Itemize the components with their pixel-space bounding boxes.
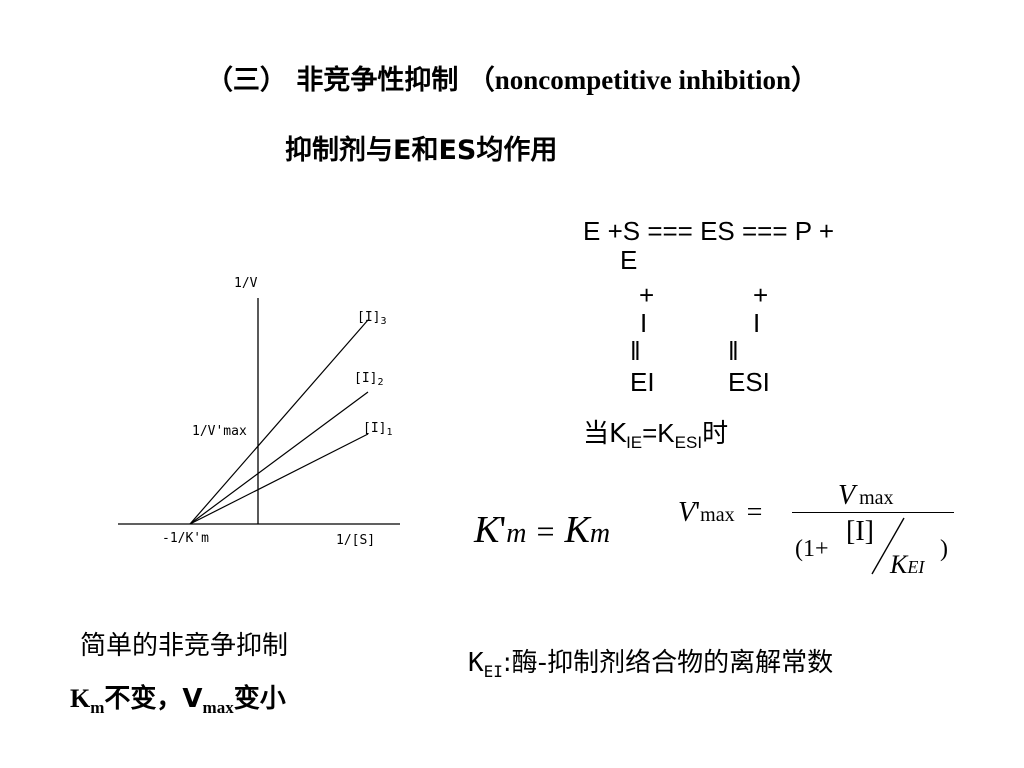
line-i2 bbox=[189, 391, 369, 525]
line-i1 bbox=[189, 433, 369, 525]
condition-mid: =K bbox=[642, 418, 675, 448]
reaction-equilibrium-left: ‖ bbox=[630, 336, 641, 366]
condition-sub-esi: ESI bbox=[674, 433, 703, 452]
reaction-equilibrium-right: ‖ bbox=[728, 336, 739, 366]
title-en: noncompetitive inhibition bbox=[494, 65, 792, 95]
page-title: （三） 非竞争性抑制 （noncompetitive inhibition） bbox=[0, 58, 1024, 97]
formula-vmax-open: (1+ bbox=[795, 536, 829, 562]
formula-km: K'm=Km bbox=[474, 509, 611, 551]
condition-suffix: 时 bbox=[702, 419, 729, 449]
formula-vmax-close: ) bbox=[940, 536, 948, 562]
subtitle: 抑制剂与E和ES均作用 bbox=[285, 135, 558, 166]
line-i1-label: [I]1 bbox=[363, 421, 393, 438]
lineweaver-burk-graph: 1/V 1/[S] -1/K'm 1/V'max [I]3 [I]2 [I]1 bbox=[118, 276, 400, 548]
formula-vmax-lhs: V'max= bbox=[678, 497, 763, 528]
note-km-vmax: Km不变，Vmax变小 bbox=[70, 684, 286, 717]
line-i3-label: [I]3 bbox=[357, 310, 387, 327]
x-intercept-label: -1/K'm bbox=[162, 531, 209, 546]
line-i3 bbox=[189, 319, 369, 525]
y-axis-label: 1/V bbox=[234, 276, 258, 291]
y-intercept-label: 1/V'max bbox=[192, 424, 247, 439]
reaction-plus-left: + bbox=[639, 280, 655, 310]
title-cn-prefix: （三） 非竞争性抑制 （ bbox=[205, 65, 495, 96]
reaction-product-esi: ESI bbox=[728, 367, 770, 397]
formula-vmax-inhibitor: [I] bbox=[846, 516, 874, 547]
reaction-inhibitor-left: I bbox=[640, 308, 648, 338]
reaction-product-ei: EI bbox=[630, 367, 655, 397]
title-cn-suffix: ） bbox=[791, 65, 819, 96]
reaction-line1b: E bbox=[620, 245, 638, 275]
condition-prefix: 当K bbox=[583, 419, 627, 449]
reaction-inhibitor-right: I bbox=[753, 308, 761, 338]
kei-definition: KEI:酶-抑制剂络合物的离解常数 bbox=[468, 648, 834, 681]
formula-fraction-bar bbox=[792, 512, 954, 513]
condition-sub-ie: IE bbox=[626, 433, 643, 452]
condition-text: 当KIE=KESI时 bbox=[583, 413, 728, 453]
line-i2-label: [I]2 bbox=[354, 371, 384, 388]
note-simple-noncompetitive: 简单的非竞争抑制 bbox=[80, 631, 289, 661]
formula-vmax-kei: KEI bbox=[890, 550, 925, 579]
reaction-line1: E +S === ES === P + bbox=[583, 216, 835, 246]
reaction-plus-right: + bbox=[753, 280, 769, 310]
x-axis-label: 1/[S] bbox=[336, 533, 375, 548]
formula-slash bbox=[871, 517, 905, 575]
